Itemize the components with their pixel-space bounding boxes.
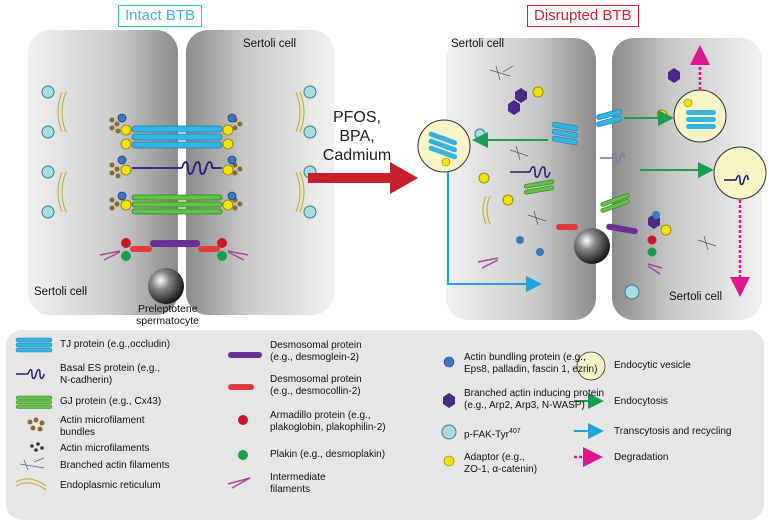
legend-actin-microfilaments-icon: [30, 442, 44, 452]
legend-er-text: Endoplasmic reticulum: [60, 480, 161, 491]
legend-transcytosis-text: Transcytosis and recycling: [614, 426, 732, 437]
actin-bundling-protein-icon: [117, 113, 237, 201]
legend-adaptor-icon: [443, 455, 455, 467]
legend-armadillo-text-2: plakoglobin, plakophilin-2): [270, 422, 386, 433]
actin-microfilament-bundles-icon: [109, 117, 243, 211]
label-sertoli-mid-top: Sertoli cell: [451, 38, 505, 50]
desmosome-intact: [99, 238, 249, 261]
legend-amb-text-2: bundles: [60, 427, 96, 438]
legend-desmocollin-text-1: Desmosomal protein: [270, 374, 362, 385]
legend-basal-es-text-1: Basal ES protein (e.g.,: [60, 363, 161, 374]
label-sertoli-left-bottom: Sertoli cell: [34, 286, 88, 298]
desmosome-disrupted: [477, 223, 663, 275]
legend-baip-text-1: Branched actin inducing protein: [464, 388, 605, 399]
legend-tj-icon: [15, 337, 53, 353]
legend-endocytosis-text: Endocytosis: [614, 396, 668, 407]
gj-protein-intact: [131, 194, 223, 215]
agent-bpa: BPA,: [339, 128, 375, 145]
label-preleptotene: Preleptotene: [138, 303, 198, 315]
legend-amb-text-1: Actin microfilament: [60, 415, 145, 426]
legend-actin-bundles-icon: [27, 417, 45, 432]
branched-actin-inducer-icon: [508, 68, 680, 229]
exposure-arrow: [308, 162, 418, 194]
endoplasmic-reticulum-icon: [57, 91, 305, 213]
legend-er-icon: [15, 478, 47, 491]
legend-armadillo-icon: [238, 415, 248, 425]
preleptotene-spermatocyte-disrupted: [574, 228, 610, 264]
legend-am-text: Actin microfilaments: [60, 443, 150, 454]
sertoli-cell-disrupted-left: [446, 38, 596, 320]
legend-basal-es-icon: [16, 368, 45, 380]
basal-es-protein-intact: [132, 161, 222, 175]
legend-desmoglein-text-1: Desmosomal protein: [270, 340, 362, 351]
legend-intermediate-filament-icon: [227, 477, 251, 489]
legend-abp-text-1: Actin bundling protein (e.g.,: [464, 352, 586, 363]
legend-pfak-icon: [441, 424, 457, 440]
legend-pfak-sup: 407: [509, 428, 521, 435]
disrupted-btb-title: Disrupted BTB: [527, 5, 639, 27]
label-sertoli-left-top: Sertoli cell: [243, 38, 297, 50]
er-disrupted-icon: [482, 195, 491, 225]
intact-btb-title: Intact BTB: [118, 5, 203, 27]
actin-bundling-disrupted-icon: [516, 211, 660, 256]
legend-desmoglein-text-2: (e.g., desmoglein-2): [270, 352, 359, 363]
agent-pfos: PFOS,: [332, 109, 381, 126]
preleptotene-spermatocyte: [148, 268, 184, 304]
legend-desmoglein-icon: [228, 352, 262, 358]
legend-vesicle-icon: [576, 351, 606, 381]
legend-basal-es-text-2: N-cadherin): [60, 375, 113, 386]
adaptor-icon: [120, 124, 234, 211]
legend-pfak-text: p-FAK-Tyr407: [464, 426, 521, 441]
legend-abp-text-2: Eps8, palladin, fascin 1, ezrin): [464, 364, 598, 375]
legend-branched-actin-icon: [19, 457, 45, 471]
legend-tj-text: TJ protein (e.g.,occludin): [60, 339, 171, 350]
transcytosis-arrow: [447, 172, 542, 292]
vesicle-cargo: [428, 98, 749, 186]
legend-actin-bundling-icon: [443, 356, 455, 368]
legend-if-text-1: Intermediate: [270, 472, 326, 483]
label-spermatocyte: spermatocyte: [136, 315, 200, 327]
tj-protein-disrupted: [551, 108, 623, 146]
legend-gj-text: GJ protein (e.g., Cx43): [60, 396, 162, 407]
legend-plakin-icon: [238, 450, 248, 460]
legend: TJ protein (e.g.,occludin) Basal ES prot…: [6, 330, 764, 520]
sertoli-cell-left: [28, 30, 178, 315]
legend-desmocollin-icon: [228, 384, 254, 390]
legend-baf-text: Branched actin filaments: [60, 460, 170, 471]
legend-armadillo-text-1: Armadillo protein (e.g.,: [270, 410, 371, 421]
basal-es-disrupted: [510, 152, 625, 179]
legend-adaptor-text-1: Adaptor (e.g.,: [464, 452, 525, 463]
legend-gj-icon: [15, 395, 53, 409]
legend-plakin-text: Plakin (e.g., desmoplakin): [270, 449, 386, 460]
tj-protein-intact: [131, 125, 223, 149]
legend-vesicle-text: Endocytic vesicle: [614, 360, 691, 371]
legend-degradation-text: Degradation: [614, 452, 669, 463]
legend-pfak-label: p-FAK-Tyr: [464, 429, 510, 441]
legend-desmocollin-text-2: (e.g., desmocollin-2): [270, 386, 361, 397]
gj-protein-disrupted: [523, 179, 630, 213]
agent-cadmium: Cadmium: [322, 147, 392, 164]
legend-adaptor-text-2: ZO-1, α-catenin): [464, 464, 538, 475]
legend-baip-text-2: (e.g., Arp2, Arp3, N-WASP): [464, 400, 585, 411]
legend-branched-inducer-icon: [443, 393, 455, 408]
pfak-icon: [41, 85, 317, 219]
legend-icons: [15, 337, 606, 491]
legend-if-text-2: filaments: [270, 484, 311, 495]
label-sertoli-right-bottom: Sertoli cell: [669, 291, 723, 303]
